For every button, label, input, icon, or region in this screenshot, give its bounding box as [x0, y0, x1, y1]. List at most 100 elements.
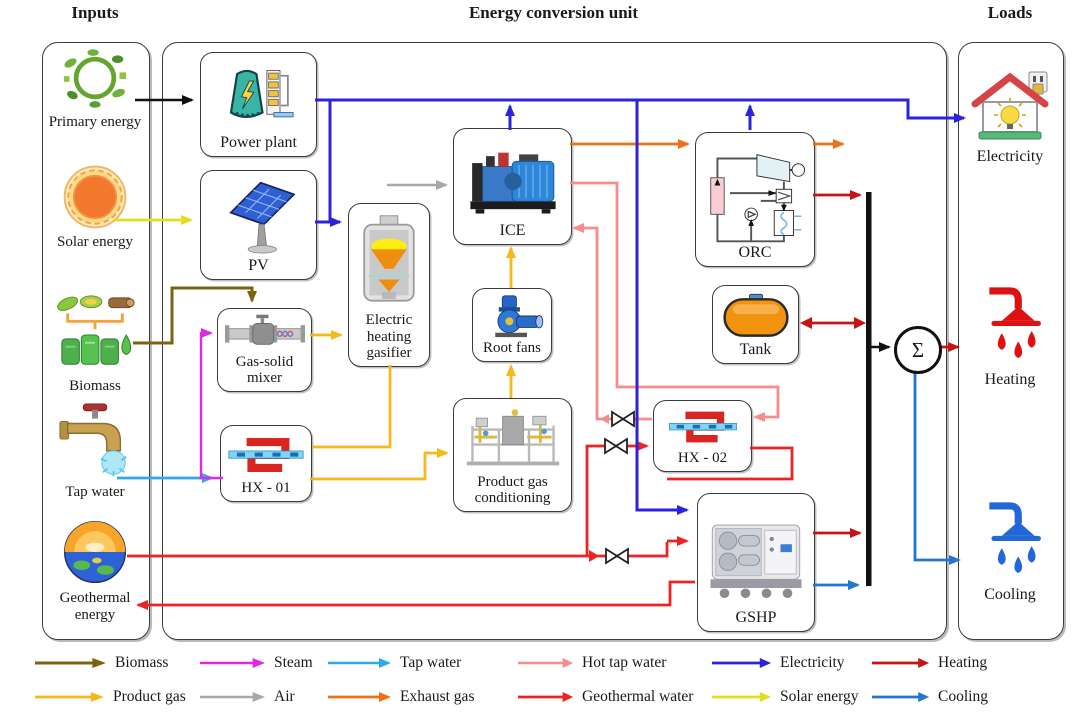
component-hx-02: HX - 02	[653, 400, 752, 472]
house-bulb-icon	[971, 71, 1049, 140]
input-label: Primary energy	[48, 114, 142, 130]
component-hx-01: HX - 01	[220, 425, 312, 502]
legend-arrow	[518, 658, 574, 668]
input-label: Geothermal energy	[59, 590, 131, 623]
earth-icon	[63, 520, 127, 584]
legend-arrow	[328, 692, 391, 702]
load-label: Heating	[984, 371, 1036, 388]
component-orc: ORC	[695, 132, 815, 267]
input-label: Tap water	[65, 484, 125, 500]
component-label: ORC	[738, 243, 772, 261]
legend-item-product-gas: Product gas	[35, 686, 186, 708]
legend-item-solar-energy: Solar energy	[712, 686, 858, 708]
legend-item-tap-water: Tap water	[328, 652, 461, 674]
cold-shower-icon	[989, 502, 1041, 573]
legend-item-air: Air	[200, 686, 295, 708]
legend-item-electricity: Electricity	[712, 652, 845, 674]
legend-arrow	[35, 658, 106, 668]
legend-item-hot-tap-water: Hot tap water	[518, 652, 666, 674]
component-root-fans: Root fans	[472, 288, 552, 362]
legend-arrow	[200, 658, 265, 668]
legend-label: Cooling	[938, 688, 988, 705]
orc-cycle-icon	[701, 133, 809, 258]
legend-label: Geothermal water	[582, 688, 694, 705]
legend-label: Electricity	[780, 654, 845, 671]
legend-arrow	[518, 692, 574, 702]
component-power-plant: Power plant	[200, 52, 317, 157]
legend-label: Biomass	[115, 654, 169, 671]
legend-label: Solar energy	[780, 688, 859, 705]
gas-conditioning-skid-icon	[461, 399, 565, 474]
primary-energy-icon	[63, 49, 127, 108]
mixer-icon	[222, 309, 308, 354]
legend-label: Exhaust gas	[400, 688, 475, 705]
input-biomass: Biomass	[47, 292, 143, 395]
legend-arrow	[872, 692, 930, 702]
component-ice: ICE	[453, 128, 572, 245]
component-label: Tank	[739, 340, 772, 358]
legend-label: Heating	[938, 654, 988, 671]
legend-item-cooling: Cooling	[872, 686, 988, 708]
legend-item-geothermal-water: Geothermal water	[518, 686, 693, 708]
sun-icon	[63, 165, 127, 229]
legend-item-exhaust-gas: Exhaust gas	[328, 686, 474, 708]
legend-arrow	[712, 658, 772, 668]
legend-arrow	[200, 692, 265, 702]
gasifier-icon	[357, 204, 421, 312]
component-pgc: Product gas conditioning	[453, 398, 572, 512]
input-label: Solar energy	[57, 234, 133, 250]
load-label: Cooling	[984, 586, 1036, 603]
component-gasifier: Electric heating gasifier	[348, 203, 430, 367]
component-tank: Tank	[712, 285, 799, 364]
load-heating: Heating	[962, 283, 1058, 389]
legend-item-heating: Heating	[872, 652, 987, 674]
input-label: Biomass	[69, 378, 121, 394]
input-geothermal: Geothermal energy	[47, 516, 143, 623]
loads-box	[958, 42, 1064, 640]
component-label: PV	[248, 256, 269, 274]
heat-exchanger-icon	[660, 401, 746, 450]
legend-arrow	[328, 658, 391, 668]
component-label: ICE	[499, 221, 526, 239]
legend-item-steam: Steam	[200, 652, 313, 674]
faucet-icon	[59, 403, 127, 477]
legend-label: Air	[274, 688, 295, 705]
power-plant-icon	[215, 53, 303, 134]
legend-label: Product gas	[113, 688, 186, 705]
heat-pump-chiller-icon	[703, 494, 809, 609]
legend-label: Hot tap water	[582, 654, 667, 671]
component-gshp: GSHP	[697, 493, 815, 632]
legend-item-biomass: Biomass	[35, 652, 168, 674]
input-solar-energy: Solar energy	[47, 162, 143, 251]
component-label: Product gas conditioning	[474, 473, 551, 506]
loads-title: Loads	[987, 3, 1033, 22]
component-label: HX - 02	[677, 449, 728, 466]
conversion-title: Energy conversion unit	[468, 3, 639, 22]
component-label: GSHP	[735, 608, 777, 626]
component-label: Electric heating gasifier	[365, 312, 413, 361]
pv-panel-icon	[209, 171, 309, 257]
load-electricity: Electricity	[960, 66, 1060, 166]
component-label: Power plant	[220, 133, 297, 151]
legend-arrow	[872, 658, 930, 668]
heat-exchanger-icon	[225, 426, 307, 480]
component-label: Root fans	[483, 339, 541, 356]
input-tap-water: Tap water	[47, 402, 143, 501]
blower-icon	[477, 289, 547, 340]
input-primary-energy: Primary energy	[47, 46, 143, 131]
sum-node: Σ	[894, 326, 942, 374]
legend-label: Steam	[274, 654, 313, 671]
legend-label: Tap water	[400, 654, 462, 671]
inputs-title: Inputs	[71, 3, 119, 22]
load-cooling: Cooling	[962, 498, 1058, 604]
hot-shower-icon	[989, 287, 1041, 358]
sigma-symbol: Σ	[911, 337, 925, 362]
engine-generator-icon	[461, 129, 565, 222]
component-label: HX - 01	[241, 479, 291, 496]
legend-arrow	[712, 692, 772, 702]
load-label: Electricity	[976, 148, 1044, 165]
component-gas-solid-mixer: Gas-solid mixer	[217, 308, 312, 392]
legend-arrow	[35, 692, 104, 702]
component-pv: PV	[200, 170, 317, 280]
component-label: Gas-solid mixer	[235, 353, 294, 386]
